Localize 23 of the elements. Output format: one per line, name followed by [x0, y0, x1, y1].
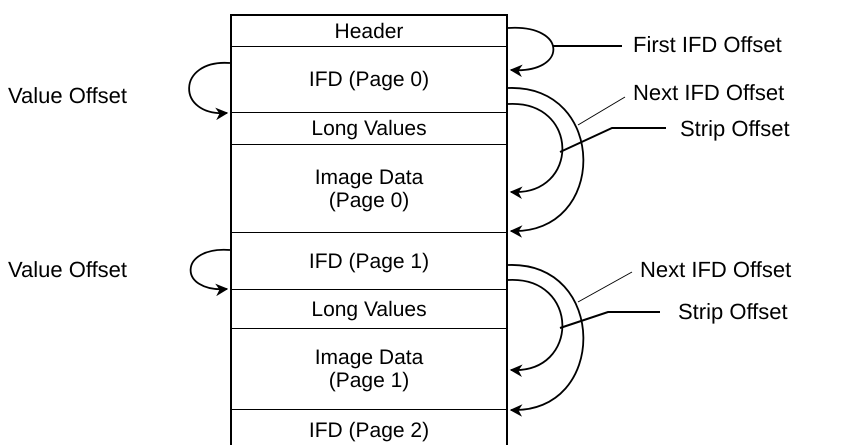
file-section-box	[230, 145, 508, 234]
section-name: Long Values	[311, 117, 427, 140]
section-name: Image Data (Page 0)	[314, 166, 424, 212]
file-section-box	[230, 329, 508, 411]
labeled-arrow	[508, 279, 660, 376]
file-section-box	[230, 113, 508, 146]
section-name: IFD (Page 1)	[308, 250, 430, 272]
labeled-arrow	[508, 264, 632, 416]
file-section-box	[230, 410, 508, 445]
file-section-box	[230, 14, 508, 48]
arrow	[188, 62, 230, 120]
labeled-arrow	[508, 87, 626, 236]
section-name: Header	[334, 20, 404, 42]
file-section-box	[230, 47, 508, 114]
arrow	[190, 249, 230, 296]
file-section-box	[230, 233, 508, 291]
section-name: Long Values	[311, 298, 427, 320]
labeled-arrow	[508, 103, 666, 198]
section-name: Image Data (Page 1)	[314, 346, 424, 392]
labeled-arrow	[508, 27, 622, 76]
file-section-box	[230, 290, 508, 330]
section-name: IFD (Page 2)	[308, 419, 430, 442]
section-name: IFD (Page 0)	[308, 68, 430, 91]
